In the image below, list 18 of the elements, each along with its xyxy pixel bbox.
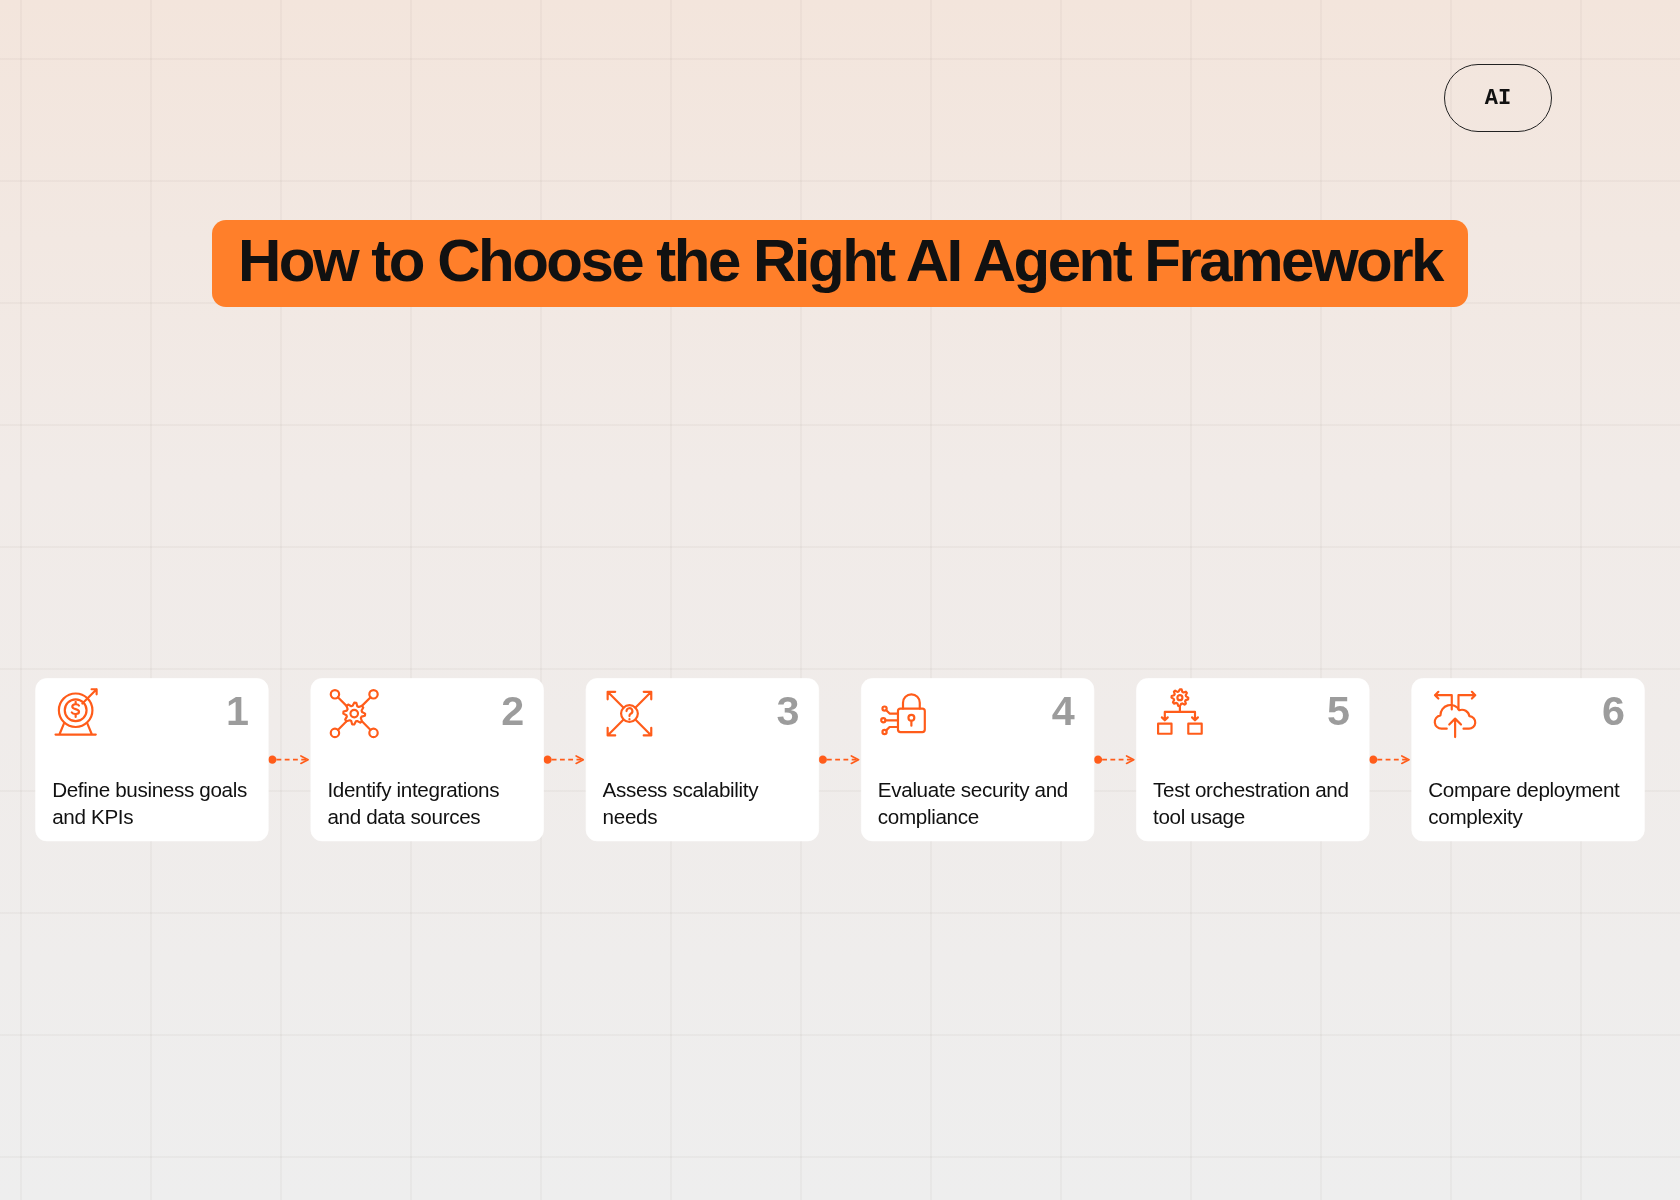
step-text: Identify integrations and data sources <box>327 777 501 830</box>
step-number: 4 <box>1051 691 1075 733</box>
step-number: 6 <box>1602 691 1626 733</box>
step-text: Compare deployment complexity <box>1428 777 1621 830</box>
step-number: 3 <box>776 691 800 733</box>
step-text: Test orchestration and tool usage <box>1153 777 1350 830</box>
arrow <box>267 755 309 765</box>
step-text: Evaluate security and compliance <box>877 777 1069 830</box>
title: How to Choose the Right AI Agent Framework <box>212 220 1468 307</box>
arrow <box>1368 755 1410 765</box>
step-number: 2 <box>501 691 525 733</box>
step-number: 5 <box>1326 691 1350 733</box>
step-text: Assess scalability needs <box>602 777 760 830</box>
arrow <box>1093 755 1135 765</box>
step-text: Define business goals and KPIs <box>52 777 248 830</box>
arrow <box>817 755 860 765</box>
arrow <box>542 755 585 765</box>
step-number: 1 <box>226 691 249 733</box>
